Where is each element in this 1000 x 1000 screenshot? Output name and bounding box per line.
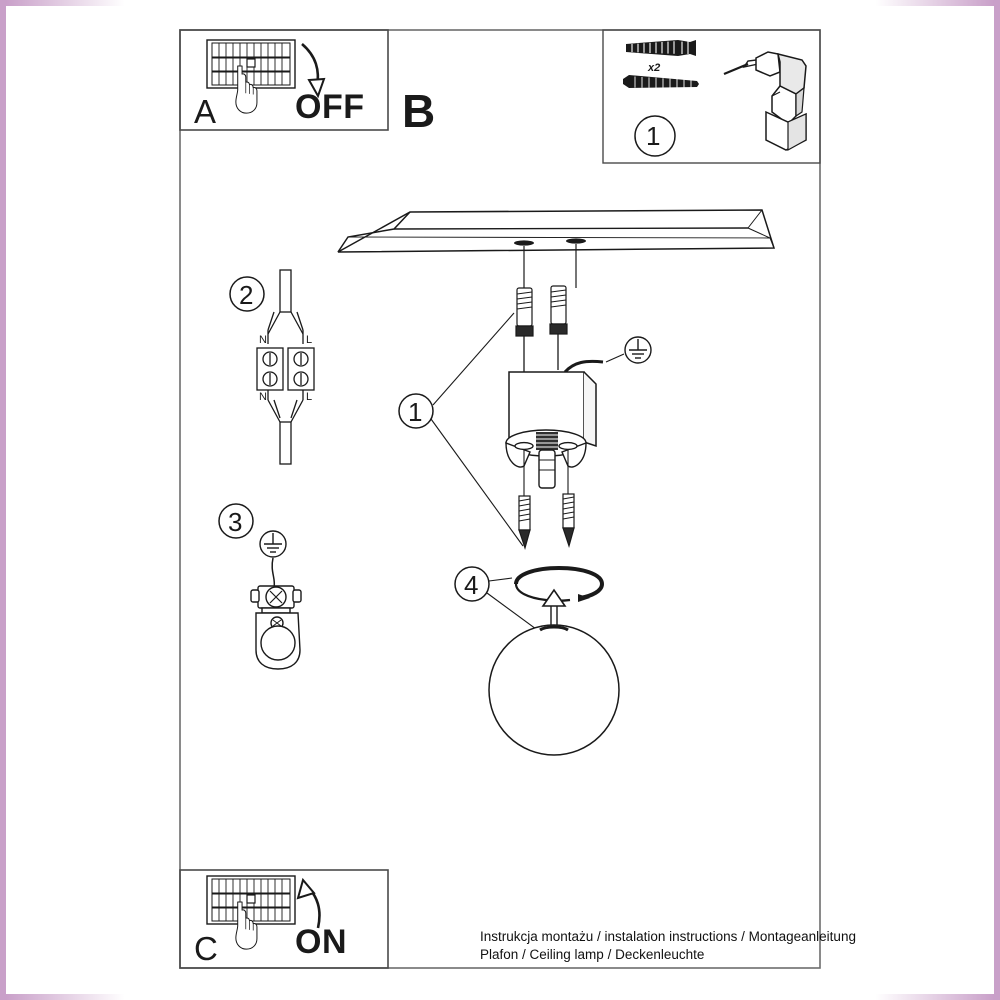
breaker-icon-a bbox=[206, 39, 296, 89]
earth-cable bbox=[563, 359, 604, 374]
terminal-label-l-top: L bbox=[306, 334, 313, 346]
earth-symbol-step3 bbox=[259, 530, 287, 558]
panel-a-action-label: OFF bbox=[295, 88, 365, 126]
callout-4-leader-ring bbox=[488, 577, 513, 582]
wiring-diagram-step2 bbox=[256, 269, 315, 465]
earth-leader-line bbox=[605, 353, 625, 363]
panel-a-letter: A bbox=[194, 93, 217, 130]
step-1-number: 1 bbox=[646, 121, 661, 151]
footer-line-2: Plafon / Ceiling lamp / Deckenleuchte bbox=[480, 947, 705, 962]
ceiling-slab bbox=[337, 209, 776, 253]
lamp-base-housing bbox=[508, 371, 597, 448]
terminal-label-l-bottom: L bbox=[306, 391, 313, 403]
callout-1-leader-upper bbox=[432, 312, 515, 406]
wall-plug-icon bbox=[626, 40, 696, 56]
main-frame bbox=[179, 29, 821, 969]
diagram-canvas: A OFF B x2 1 2 N L N L 3 1 4 C ON Instru… bbox=[6, 0, 994, 1000]
lamp-socket bbox=[505, 429, 587, 489]
technical-drawing bbox=[179, 29, 821, 969]
retaining-ring bbox=[514, 565, 605, 602]
footer-line-1: Instrukcja montażu / instalation instruc… bbox=[480, 929, 856, 944]
step-1-quantity-label: x2 bbox=[648, 62, 661, 74]
step-3-number: 3 bbox=[228, 507, 243, 537]
fixing-screw-left bbox=[518, 450, 531, 551]
panel-step1-frame bbox=[602, 29, 821, 164]
earth-symbol-assembly bbox=[624, 336, 652, 364]
earth-wire-step3 bbox=[271, 557, 276, 589]
screw-icon bbox=[623, 75, 699, 89]
terminal-label-n-bottom: N bbox=[259, 391, 267, 403]
glass-globe-shade bbox=[488, 624, 620, 756]
ceiling-drill-holes bbox=[514, 238, 586, 246]
step-1-badge-circle bbox=[634, 115, 676, 157]
breaker-icon-c bbox=[206, 875, 296, 925]
step-2-number: 2 bbox=[239, 280, 254, 310]
globe-neck bbox=[539, 625, 569, 632]
terminal-label-n-top: N bbox=[259, 334, 267, 346]
panel-a-frame bbox=[179, 29, 389, 131]
callout-1-leader-lower bbox=[430, 418, 524, 547]
step-3-badge-circle bbox=[218, 503, 254, 539]
anchor-screw-right bbox=[549, 285, 568, 370]
callout-4-number: 4 bbox=[464, 570, 479, 600]
mounting-bracket-step3 bbox=[250, 585, 302, 670]
panel-c-letter: C bbox=[194, 930, 218, 967]
callout-1-number: 1 bbox=[408, 397, 423, 427]
anchor-screw-left bbox=[515, 287, 534, 372]
step-2-badge-circle bbox=[229, 276, 265, 312]
panel-b-letter: B bbox=[402, 85, 436, 137]
power-drill-icon bbox=[723, 51, 807, 152]
fixing-screw-right bbox=[562, 450, 575, 549]
panel-c-frame bbox=[179, 869, 389, 969]
callout-4-circle bbox=[454, 566, 490, 602]
callout-1-circle bbox=[398, 393, 434, 429]
panel-c-action-label: ON bbox=[295, 923, 347, 961]
